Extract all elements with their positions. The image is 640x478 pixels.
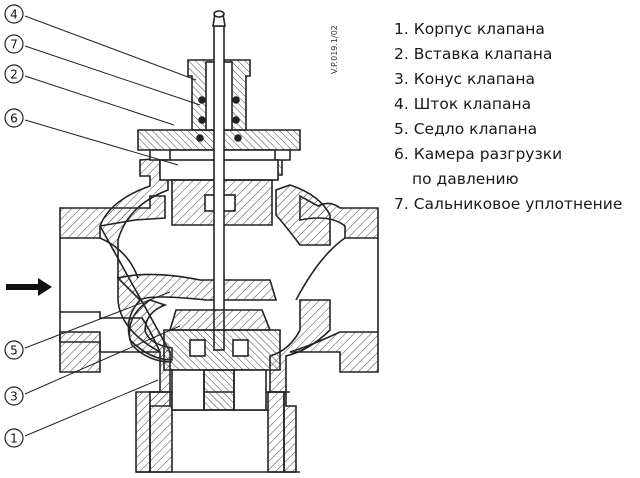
legend-num: 1.	[394, 20, 409, 38]
valve-body	[59, 157, 379, 473]
legend-num: 4.	[394, 95, 409, 113]
legend-num: 7.	[394, 195, 409, 213]
callout-2: 2	[4, 64, 175, 126]
legend-item: 3. Конус клапана	[394, 67, 622, 92]
legend-text: Камера разгрузки	[413, 145, 563, 163]
callout-label-5: 5	[10, 344, 18, 358]
legend-num: 3.	[394, 70, 409, 88]
legend-text: Конус клапана	[413, 70, 536, 88]
valve-cone	[168, 309, 272, 331]
legend-text: Корпус клапана	[413, 20, 545, 38]
legend-text: Вставка клапана	[413, 45, 553, 63]
parts-legend: 1. Корпус клапана 2. Вставка клапана 3. …	[394, 17, 622, 217]
callout-6: 6	[4, 108, 179, 166]
callout-label-6: 6	[10, 112, 18, 126]
callout-5: 5	[4, 291, 171, 360]
legend-num: 5.	[394, 120, 409, 138]
legend-item: 1. Корпус клапана	[394, 17, 622, 42]
legend-item: 2. Вставка клапана	[394, 42, 622, 67]
legend-item: 5. Седло клапана	[394, 117, 622, 142]
callout-4: 4	[4, 4, 197, 81]
callout-3: 3	[4, 325, 181, 406]
callout-1: 1	[4, 379, 159, 448]
flow-arrow-icon	[6, 278, 52, 296]
callout-label-7: 7	[10, 38, 18, 52]
valve-stem	[212, 10, 226, 351]
callout-label-3: 3	[10, 390, 18, 404]
legend-num: 2.	[394, 45, 409, 63]
legend-text: Шток клапана	[413, 95, 532, 113]
legend-text: Седло клапана	[413, 120, 538, 138]
callout-7: 7	[4, 34, 201, 106]
drawing-code: V.P.019.1/02	[330, 25, 339, 74]
callout-label-4: 4	[10, 8, 18, 22]
valve-seat	[163, 329, 281, 371]
legend-num: 6.	[394, 145, 409, 163]
legend-item: 4. Шток клапана	[394, 92, 622, 117]
legend-item: 7. Сальниковое уплотнение	[394, 192, 622, 217]
callout-label-2: 2	[10, 68, 18, 82]
legend-text: Сальниковое уплотнение	[413, 195, 623, 213]
callout-label-1: 1	[10, 432, 18, 446]
legend-item: 6. Камера разгрузки	[394, 142, 622, 167]
lower-guide	[171, 369, 267, 411]
legend-item-continuation: по давлению	[394, 167, 622, 192]
legend-text: по давлению	[412, 170, 519, 188]
